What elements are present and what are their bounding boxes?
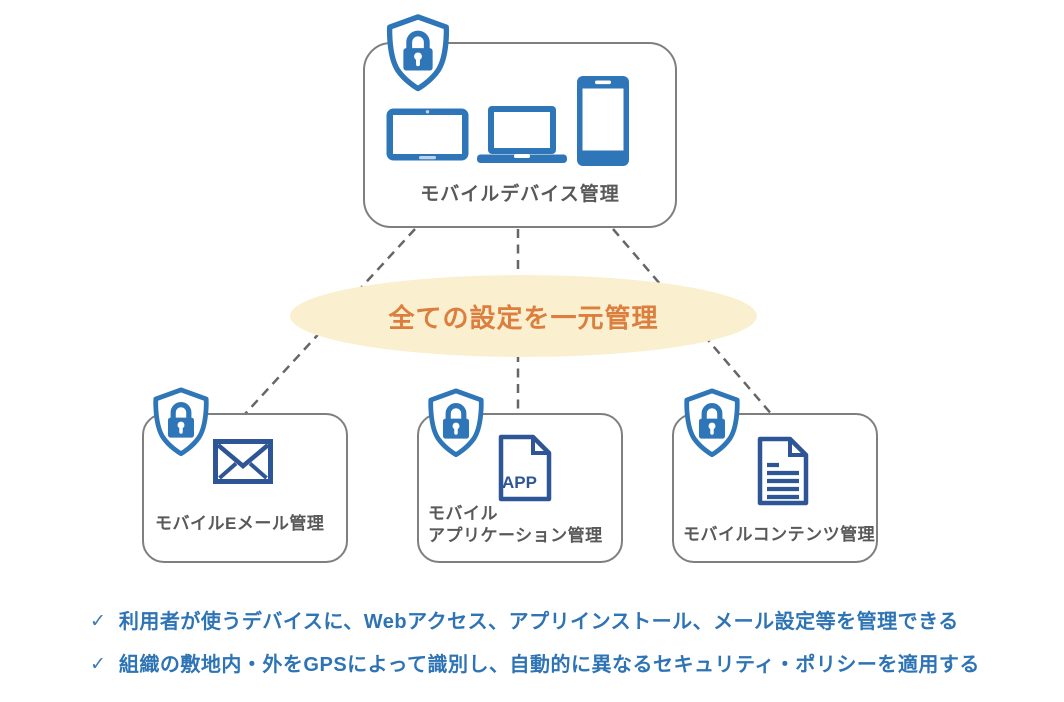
shield-lock-icon [679, 388, 745, 458]
tablet-icon [386, 108, 469, 161]
content-box-label: モバイルコンテンツ管理 [683, 525, 876, 544]
top-box-label: モバイルデバイス管理 [420, 184, 620, 205]
bullet-item: ✓ 利用者が使うデバイスに、Webアクセス、アプリインストール、メール設定等を管… [90, 609, 959, 635]
email-envelope-icon [213, 439, 273, 484]
shield-lock-icon [423, 388, 489, 458]
hub-label: 全ての設定を一元管理 [388, 302, 659, 333]
checkmark-icon: ✓ [90, 611, 106, 632]
devices-icon [386, 76, 629, 166]
content-document-icon [757, 436, 809, 506]
connector-right [612, 228, 774, 417]
bullet-text: 組織の敷地内・外をGPSによって識別し、自動的に異なるセキュリティ・ポリシーを適… [118, 654, 980, 676]
email-box-label: モバイルEメール管理 [155, 514, 325, 533]
application-box-label: モバイル アプリケーション管理 [428, 504, 603, 545]
app-badge: APP [502, 473, 537, 492]
smartphone-icon [577, 76, 629, 166]
laptop-icon [477, 106, 567, 163]
app-document-icon: APP [498, 434, 552, 502]
hub-ellipse: 全ての設定を一元管理 [290, 275, 757, 357]
shield-lock-icon [148, 387, 214, 457]
bullet-text: 利用者が使うデバイスに、Webアクセス、アプリインストール、メール設定等を管理で… [118, 611, 959, 633]
checkmark-icon: ✓ [90, 654, 106, 675]
bullet-item: ✓ 組織の敷地内・外をGPSによって識別し、自動的に異なるセキュリティ・ポリシー… [90, 652, 980, 678]
